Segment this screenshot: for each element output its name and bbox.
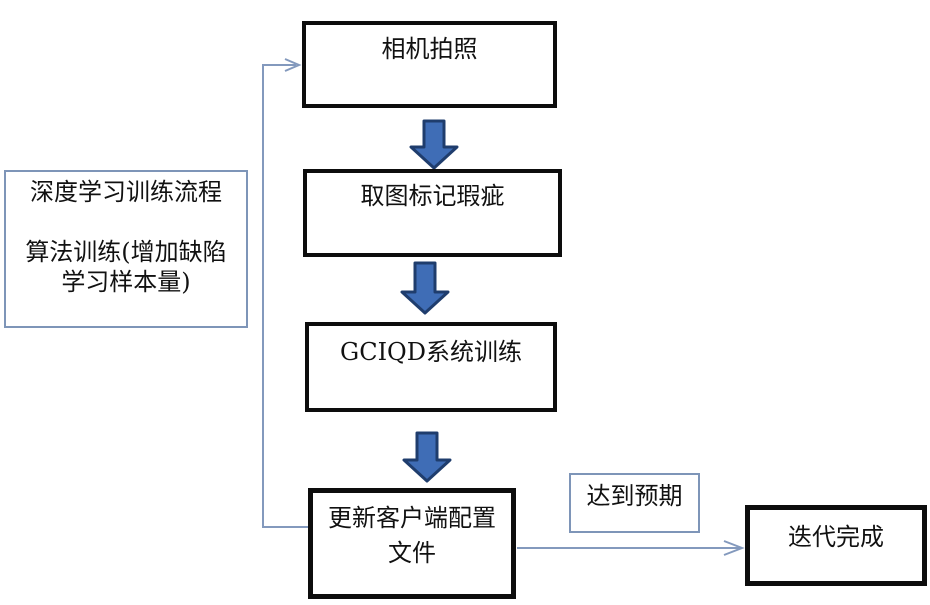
feedback-arrowhead-icon [284, 58, 302, 72]
arrow-down-icon [409, 119, 459, 170]
node-iteration-complete: 迭代完成 [745, 505, 927, 586]
arrow-down-icon [400, 261, 450, 315]
node-update-client-config: 更新客户端配置 文件 [308, 488, 516, 599]
node-iteration-complete-label: 迭代完成 [788, 523, 884, 551]
node-camera-capture: 相机拍照 [302, 21, 557, 108]
node-camera-capture-label: 相机拍照 [381, 35, 478, 63]
node-gciqd-training-label: GCIQD系统训练 [340, 338, 522, 366]
node-mark-defects-label: 取图标记瑕疵 [360, 182, 505, 210]
label-box-expectation-met: 达到预期 [569, 473, 700, 533]
node-update-client-config-label: 更新客户端配置 文件 [328, 504, 496, 567]
node-gciqd-training: GCIQD系统训练 [305, 322, 557, 412]
note-training-process: 深度学习训练流程 算法训练(增加缺陷 学习样本量) [4, 170, 248, 328]
feedback-connector-line [262, 64, 308, 528]
node-mark-defects: 取图标记瑕疵 [303, 169, 562, 257]
arrow-down-icon [402, 431, 452, 483]
label-box-expectation-met-label: 达到预期 [586, 482, 683, 510]
note-training-process-label: 深度学习训练流程 算法训练(增加缺陷 学习样本量) [25, 178, 227, 296]
done-arrowhead-icon [723, 540, 745, 556]
